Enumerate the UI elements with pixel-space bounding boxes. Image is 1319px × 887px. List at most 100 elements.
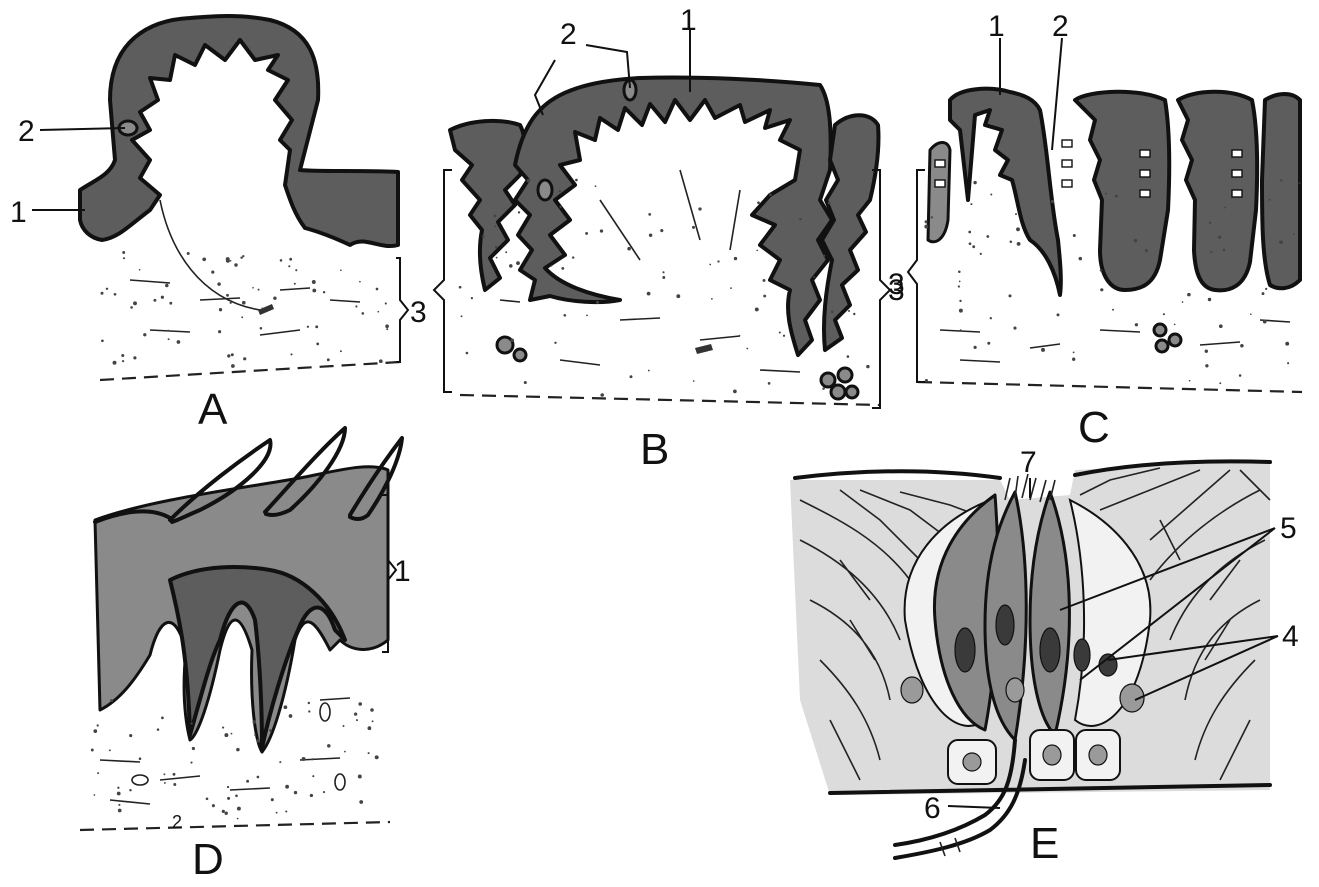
tissue-speck <box>231 364 235 368</box>
tissue-speck <box>471 297 473 299</box>
tissue-speck <box>280 259 283 262</box>
tissue-speck <box>1182 301 1184 303</box>
panel-b-gland-1 <box>821 373 835 387</box>
tissue-speck <box>958 285 960 287</box>
tissue-speck <box>974 346 977 349</box>
tissue-speck <box>1010 241 1013 244</box>
panel-e-surface-left <box>795 471 1000 478</box>
tissue-speck <box>94 794 96 796</box>
tissue-speck <box>163 773 165 775</box>
tissue-speck <box>709 264 711 266</box>
panel-c-fold-3 <box>1178 92 1257 291</box>
tissue-speck <box>114 293 117 296</box>
tissue-speck <box>1262 292 1265 295</box>
panel-b-gland-2 <box>838 368 852 382</box>
tissue-speck <box>1051 200 1054 203</box>
tissue-speck <box>973 181 976 184</box>
tissue-speck <box>551 265 553 267</box>
panel-e-nucleus-4 <box>1074 639 1090 671</box>
panel-b-vessel-3 <box>695 344 713 354</box>
panel-b-right-fold <box>822 115 879 350</box>
tissue-speck <box>377 311 379 313</box>
tissue-speck <box>271 798 274 801</box>
tissue-speck <box>312 775 314 777</box>
tissue-speck <box>226 294 229 297</box>
tissue-speck <box>1280 179 1282 181</box>
tissue-speck <box>1239 374 1242 377</box>
tissue-speck <box>676 294 680 298</box>
tissue-speck <box>853 313 855 315</box>
tissue-speck <box>241 316 243 318</box>
panel-d-label: D <box>192 835 224 884</box>
panel-d-callout-2: 2 <box>172 812 182 832</box>
tissue-speck <box>139 757 142 760</box>
panel-d-vessel-3 <box>335 774 345 790</box>
tissue-speck <box>311 758 313 760</box>
tissue-speck <box>230 302 232 304</box>
panel-e-nucleus-5 <box>901 677 923 703</box>
tissue-speck <box>518 211 520 213</box>
tissue-speck <box>1073 234 1076 237</box>
tissue-speck <box>1105 193 1107 195</box>
tissue-speck <box>218 330 221 333</box>
tissue-speck <box>847 355 850 358</box>
tissue-speck <box>240 256 242 258</box>
panel-a-core-fiber <box>160 200 260 310</box>
tissue-speck <box>1100 269 1103 272</box>
tissue-speck <box>359 281 361 283</box>
tissue-speck <box>779 331 781 333</box>
panel-e-callout-5: 5 <box>1280 512 1297 545</box>
tissue-speck <box>1219 324 1223 328</box>
tissue-speck <box>157 728 160 731</box>
tissue-speck <box>1240 344 1244 348</box>
panel-a-callout-2: 2 <box>18 115 35 148</box>
panel-e-nucleus-6 <box>1006 678 1024 702</box>
tissue-speck <box>113 361 117 365</box>
panel-e-nucleus-1 <box>955 628 975 672</box>
panel-b-callout-2: 2 <box>560 18 577 51</box>
tissue-speck <box>110 699 113 702</box>
tissue-speck <box>340 269 342 271</box>
tissue-speck <box>117 792 121 796</box>
tissue-speck <box>375 755 379 759</box>
tissue-speck <box>734 257 737 260</box>
tissue-speck <box>730 287 732 289</box>
tissue-speck <box>302 757 306 761</box>
tissue-speck <box>1218 236 1221 239</box>
tissue-speck <box>1219 382 1221 384</box>
tissue-speck <box>1287 362 1289 364</box>
tissue-speck <box>227 786 229 788</box>
tissue-speck <box>757 201 760 204</box>
panel-a-label: A <box>198 385 228 434</box>
tissue-speck <box>235 795 238 798</box>
tissue-speck <box>284 705 288 709</box>
tissue-speck <box>310 794 313 797</box>
panel-c-gland-1 <box>1154 324 1166 336</box>
panel-c-callout-1: 1 <box>988 10 1005 43</box>
tissue-speck <box>211 271 214 274</box>
panel-b: 2 1 3 B <box>434 4 905 474</box>
tissue-speck <box>799 218 801 220</box>
tissue-speck <box>494 225 496 227</box>
tissue-speck <box>960 329 962 331</box>
tissue-speck <box>746 348 748 350</box>
tissue-speck <box>600 393 604 397</box>
tissue-speck <box>269 729 272 732</box>
tissue-speck <box>91 749 94 752</box>
tissue-speck <box>1224 207 1226 209</box>
tissue-speck <box>733 390 737 394</box>
tissue-speck <box>693 380 695 382</box>
tissue-speck <box>972 245 975 248</box>
tissue-speck <box>165 284 169 288</box>
tissue-speck <box>133 301 137 305</box>
tissue-speck <box>316 343 319 346</box>
tissue-speck <box>237 807 241 811</box>
panel-e-nucleus-3 <box>1040 628 1060 672</box>
tissue-speck <box>970 203 972 205</box>
tissue-speck <box>990 317 992 319</box>
panel-b-vessel-1 <box>497 337 513 353</box>
tissue-speck <box>990 194 992 196</box>
tissue-speck <box>924 225 928 229</box>
panel-d-vessel-1 <box>132 775 148 785</box>
tissue-speck <box>276 812 278 814</box>
